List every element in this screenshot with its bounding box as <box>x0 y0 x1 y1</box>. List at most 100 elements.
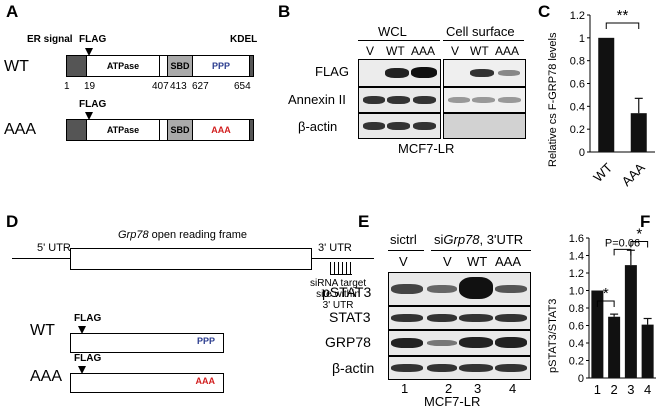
wcl-underline <box>358 40 440 41</box>
band <box>495 337 527 348</box>
x-tick-label: 4 <box>644 382 651 397</box>
row-label-annexin: Annexin II <box>288 92 346 107</box>
lane-aaa-wcl: AAA <box>411 44 436 58</box>
blot-grp78 <box>388 330 531 356</box>
y-tick-label: 1.2 <box>569 268 584 280</box>
significance-label: * <box>603 285 609 302</box>
kdel-domain <box>249 55 254 77</box>
lane-num-e1: 1 <box>401 381 409 396</box>
band <box>385 68 409 78</box>
lane-num-e2: 2 <box>445 381 453 396</box>
si-suffix: , 3'UTR <box>479 232 524 247</box>
band <box>391 364 423 372</box>
er-signal-label: ER signal <box>27 34 73 45</box>
blot-flag-cs <box>443 59 526 87</box>
band <box>448 97 470 103</box>
pos-413: 413 <box>170 81 187 92</box>
x-tick-label: 3 <box>627 382 634 397</box>
wt-label: WT <box>4 58 29 75</box>
kdel-domain <box>249 119 254 141</box>
y-tick-label: 0.8 <box>570 56 585 68</box>
flag-arrow-icon <box>78 366 86 374</box>
band <box>363 122 385 130</box>
y-tick-label: 0.2 <box>570 124 585 136</box>
significance-label: ** <box>617 7 629 24</box>
band <box>498 70 520 76</box>
blot-actin-cs <box>443 113 526 139</box>
y-tick-label: 0.8 <box>569 303 584 315</box>
significance-label: P=0.06 <box>605 237 640 249</box>
flag-arrow-icon <box>78 326 86 334</box>
cell-surface-header: Cell surface <box>446 24 515 39</box>
lane-wt-cs: WT <box>470 44 489 58</box>
band <box>495 364 527 372</box>
band <box>413 96 436 104</box>
band <box>391 338 423 348</box>
sirna-line-2: site within <box>316 289 361 300</box>
y-tick-label: 0.6 <box>570 79 585 91</box>
bar <box>624 265 637 378</box>
band <box>363 96 385 104</box>
row-label-pstat3: pSTAT3 <box>322 284 372 300</box>
bar <box>641 324 654 378</box>
wt-construct: ATPase SBD PPP <box>66 55 254 77</box>
orf-label-rest: open reading frame <box>148 229 248 241</box>
band <box>391 314 423 322</box>
pos-654: 654 <box>234 81 251 92</box>
ppp-motif-d: PPP <box>196 336 215 346</box>
band <box>472 97 495 103</box>
sictrl-underline <box>388 250 424 251</box>
panel-label-d: D <box>6 212 19 231</box>
band <box>387 96 410 104</box>
si-gene: Grp78 <box>443 232 480 247</box>
y-tick-label: 0.6 <box>569 321 584 333</box>
band <box>459 314 493 322</box>
x-tick-label: 1 <box>594 382 601 397</box>
aaa-construct: ATPase SBD AAA <box>66 119 254 141</box>
wt-construct-d: PPP <box>70 333 224 353</box>
band <box>459 364 493 372</box>
orf-label: Grp78 open reading frame <box>118 229 247 241</box>
lane-wt-wcl: WT <box>386 44 405 58</box>
kdel-label: KDEL <box>230 34 258 45</box>
aaa-motif-d: AAA <box>195 376 216 386</box>
significance-bracket <box>613 248 632 256</box>
lane-e1: V <box>399 254 408 269</box>
panel-label-b: B <box>278 2 291 21</box>
cell-surface-underline <box>443 40 524 41</box>
significance-bracket <box>630 241 649 248</box>
y-tick-label: 0 <box>579 147 585 159</box>
row-label-stat3: STAT3 <box>329 309 371 325</box>
sictrl-header: sictrl <box>390 232 417 247</box>
sigrp78-underline <box>431 250 531 251</box>
si-prefix: si <box>434 232 444 247</box>
band <box>459 277 493 299</box>
band <box>427 314 457 322</box>
row-label-grp78: GRP78 <box>325 334 371 350</box>
band <box>495 285 527 293</box>
domain-positions: 1 19 407 413 627 654 <box>0 81 262 95</box>
y-tick-label: 0.2 <box>569 356 584 368</box>
row-label-actin-e: β-actin <box>332 360 375 376</box>
lane-num-e4: 4 <box>509 381 517 396</box>
band <box>427 285 457 293</box>
blot-flag-wcl <box>358 59 441 87</box>
band <box>470 69 494 77</box>
sirna-target-marks <box>330 262 352 275</box>
aaa-label: AAA <box>4 121 37 138</box>
blot-pstat3 <box>388 272 531 306</box>
significance-label: * <box>636 226 642 243</box>
y-tick-label: 0 <box>578 373 584 385</box>
blot-actin-wcl <box>358 113 441 139</box>
utr3-label: 3' UTR <box>318 242 352 254</box>
band <box>495 314 527 322</box>
y-tick-label: 0.4 <box>569 338 584 350</box>
lane-aaa-cs: AAA <box>495 44 520 58</box>
significance-bracket <box>596 300 615 307</box>
flag-arrow-icon <box>85 48 93 56</box>
band <box>391 284 423 294</box>
pos-19: 19 <box>84 81 96 92</box>
aaa-label-d: AAA <box>30 368 63 385</box>
sirna-line-3: 3' UTR <box>322 300 354 311</box>
